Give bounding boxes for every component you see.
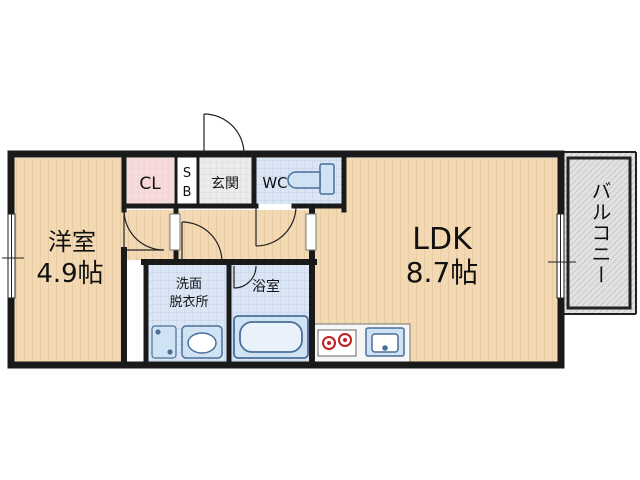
window-icon [2, 213, 24, 299]
washroom-label: 洗面 [176, 277, 202, 292]
hall-floor [124, 210, 314, 260]
balcony-label: バルコニー [588, 181, 612, 286]
stove-icon [317, 329, 357, 357]
western-room-size: 4.9帖 [36, 259, 103, 289]
entrance-label: 玄関 [211, 175, 239, 192]
closet-floor [124, 158, 174, 204]
toilet-icon [287, 163, 335, 195]
washroom-label-2: 脱衣所 [169, 294, 208, 310]
window-icon [548, 213, 576, 299]
ldk-size: 8.7帖 [406, 256, 479, 289]
closet-label: CL [139, 174, 161, 194]
balcony-floor [562, 152, 636, 314]
entrance-floor [200, 158, 252, 204]
shoe-box-floor [178, 158, 198, 204]
door-frames [169, 213, 317, 251]
balcony-rail [566, 156, 632, 310]
washbasin-icon [181, 325, 223, 359]
western-room-floor [14, 158, 124, 362]
door-swing-icon [123, 113, 297, 289]
washer-pan [151, 325, 177, 359]
shoe-box-label-s: S [183, 166, 191, 181]
bathroom-label: 浴室 [252, 278, 280, 295]
bathtub-icon [233, 315, 309, 359]
shoe-box-label-b: B [183, 185, 192, 200]
toilet-label: WC [262, 174, 287, 192]
western-room-name: 洋室 [48, 228, 96, 256]
ldk-name: LDK [412, 222, 473, 257]
kitchen-sink-icon [365, 327, 405, 357]
